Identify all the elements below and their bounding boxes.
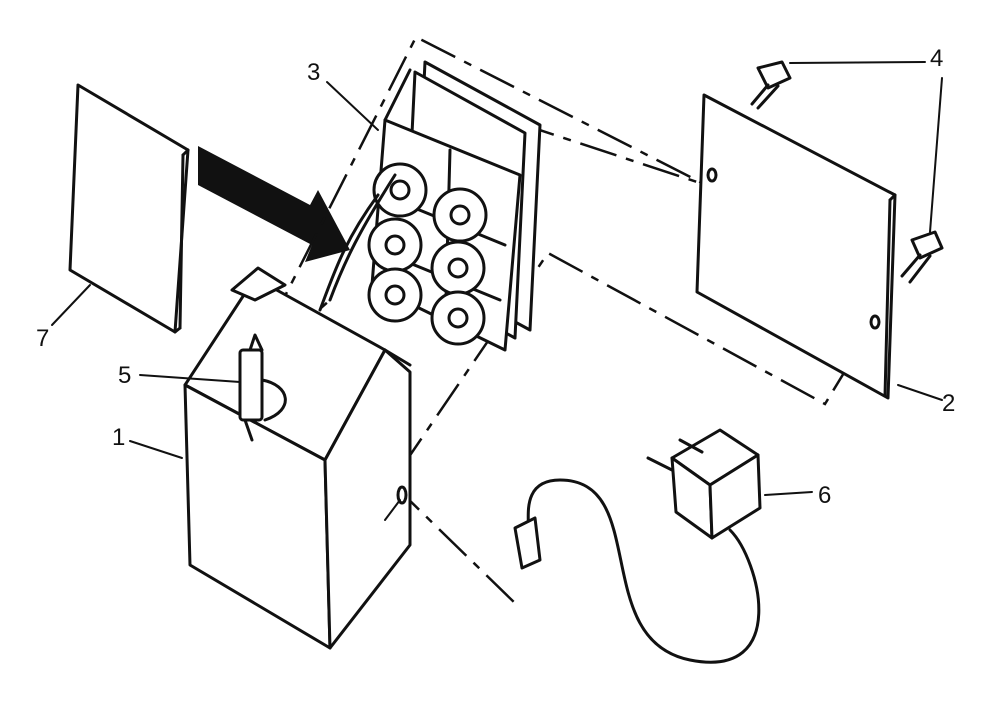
part-2-cover-plate [695, 93, 897, 400]
callout-2: 2 [942, 390, 956, 417]
callout-3: 3 [307, 59, 321, 86]
part-6-power-adapter [513, 428, 762, 664]
callout-1: 1 [112, 424, 126, 451]
callout-5: 5 [118, 362, 132, 389]
callout-6: 6 [818, 482, 832, 509]
callout-4: 4 [930, 45, 944, 72]
part-4-screws [750, 60, 944, 284]
callout-7: 7 [36, 325, 50, 352]
part-7-panel [68, 83, 190, 334]
part-3-fan-rack [318, 60, 542, 352]
part-1-housing [183, 266, 412, 650]
fan-wheels [367, 162, 488, 346]
part-5-clip [238, 333, 287, 442]
insertion-arrow [198, 146, 350, 262]
leader-lines [51, 61, 943, 496]
